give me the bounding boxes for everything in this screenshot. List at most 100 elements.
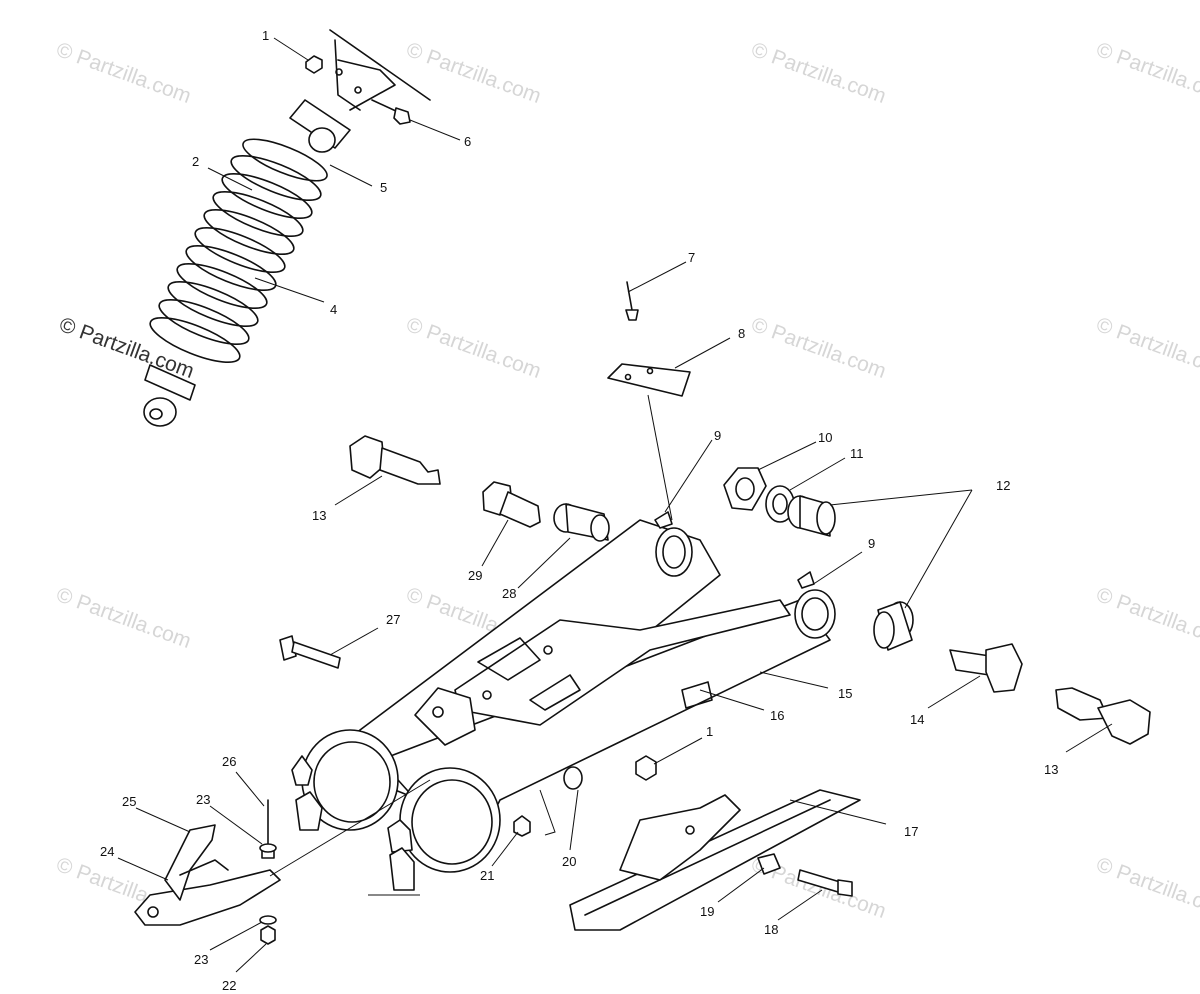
leader-6 <box>409 119 461 141</box>
bracket-24 <box>134 869 281 926</box>
brake-link-line <box>269 779 431 877</box>
shock-lower-eye <box>143 397 177 427</box>
watermark: © Partzilla.com <box>403 38 544 108</box>
shock-mount-hole <box>432 706 444 718</box>
shock-lower-bore <box>149 408 163 420</box>
slider-mount-20 <box>563 766 583 790</box>
chain-slider-bracket <box>619 794 741 881</box>
callout-1b: 1 <box>706 724 713 739</box>
leader-4 <box>254 277 325 303</box>
callout-6: 6 <box>464 134 471 149</box>
pivot-bolt-shank <box>379 447 441 485</box>
plate-hole <box>646 367 654 375</box>
pivot-hardware-left <box>349 435 610 542</box>
watermark: © Partzilla.com <box>53 38 194 108</box>
bolt-27-shank <box>291 641 341 669</box>
clamp-tab <box>295 791 323 831</box>
leader-11 <box>789 457 846 491</box>
pivot-tube-right <box>794 589 836 639</box>
washer-11-bore <box>772 493 788 515</box>
callout-21: 21 <box>480 868 494 883</box>
washer-23-icon <box>259 915 277 925</box>
callout-8: 8 <box>738 326 745 341</box>
callout-25: 25 <box>122 794 136 809</box>
bracket-hole <box>685 825 695 835</box>
spacer-19 <box>757 853 781 875</box>
leader-20 <box>569 789 579 851</box>
callout-7: 7 <box>688 250 695 265</box>
callout-2: 2 <box>192 154 199 169</box>
clamp-tab <box>387 819 413 853</box>
brake-bracket-assembly <box>134 799 281 945</box>
nut-icon <box>260 925 276 945</box>
bolt-27-head-icon <box>279 635 297 661</box>
nut-icon <box>635 755 657 781</box>
callout-18: 18 <box>764 922 778 937</box>
mount-plate <box>337 59 396 111</box>
leader-19 <box>717 867 765 903</box>
pivot-tube-bore <box>801 597 829 631</box>
leader-9 <box>811 551 863 586</box>
callout-13b: 13 <box>1044 762 1058 777</box>
callout-23: 23 <box>196 792 210 807</box>
chain-slider-edge <box>584 799 831 916</box>
leader-16 <box>699 689 765 711</box>
axle-clamp-right <box>399 767 501 873</box>
callout-27: 27 <box>386 612 400 627</box>
callout-4: 4 <box>330 302 337 317</box>
leader-2 <box>207 167 253 191</box>
callout-26: 26 <box>222 754 236 769</box>
watermark: © Partzilla.com <box>403 313 544 383</box>
swingarm-15 <box>291 511 836 891</box>
bolt-14-head-icon <box>985 643 1023 693</box>
leader-5 <box>329 164 373 187</box>
watermark: © Partzilla.com <box>748 313 889 383</box>
callout-28: 28 <box>502 586 516 601</box>
washer-23-icon <box>259 843 277 853</box>
watermark: © Partzilla.com <box>1093 853 1200 923</box>
leader-27 <box>329 627 379 656</box>
bolt-13-head-icon <box>1097 699 1151 745</box>
nut-icon <box>513 815 531 837</box>
bolt-27 <box>279 635 341 669</box>
nut-icon <box>305 55 323 74</box>
shock-upper-eye <box>308 127 336 153</box>
guide-plate-assembly <box>607 281 691 521</box>
bracket-guide-line <box>539 789 556 836</box>
bracket-hole <box>147 906 159 918</box>
leader-7 <box>627 261 687 293</box>
watermark: © Partzilla.com <box>1093 313 1200 383</box>
leader-1 <box>653 737 703 765</box>
callout-19: 19 <box>700 904 714 919</box>
bushing-29-sleeve <box>499 491 541 528</box>
watermark: © Partzilla.com <box>1093 38 1200 108</box>
chain-slider-17 <box>569 789 861 931</box>
shock-spring <box>149 138 328 363</box>
rear-shock-assembly <box>143 29 431 427</box>
watermark: © Partzilla.com <box>1093 583 1200 653</box>
bolt-head-icon <box>393 107 411 125</box>
plate-8 <box>607 363 691 397</box>
bolt-13-shank <box>1055 687 1109 721</box>
leader-8 <box>674 337 731 369</box>
nut-10-bore <box>735 477 755 501</box>
bracket-25 <box>164 824 216 901</box>
grease-fitting-icon <box>654 511 673 529</box>
leader-15 <box>759 671 829 689</box>
callout-24: 24 <box>100 844 114 859</box>
leader-12 <box>829 489 973 609</box>
leader-26 <box>235 771 265 807</box>
frame-bracket <box>329 29 431 111</box>
leader-17 <box>789 799 887 825</box>
leader-13 <box>334 475 383 506</box>
pivot-hardware-right <box>723 467 1151 745</box>
callout-23b: 23 <box>194 952 208 967</box>
callout-12: 12 <box>996 478 1010 493</box>
plate-cutout <box>529 674 581 711</box>
pivot-tube-bore <box>662 535 686 569</box>
shock-mount-tab <box>414 687 476 746</box>
clamp-tab <box>291 755 313 786</box>
callout-9b: 9 <box>868 536 875 551</box>
watermark: © Partzilla.com <box>53 583 194 653</box>
